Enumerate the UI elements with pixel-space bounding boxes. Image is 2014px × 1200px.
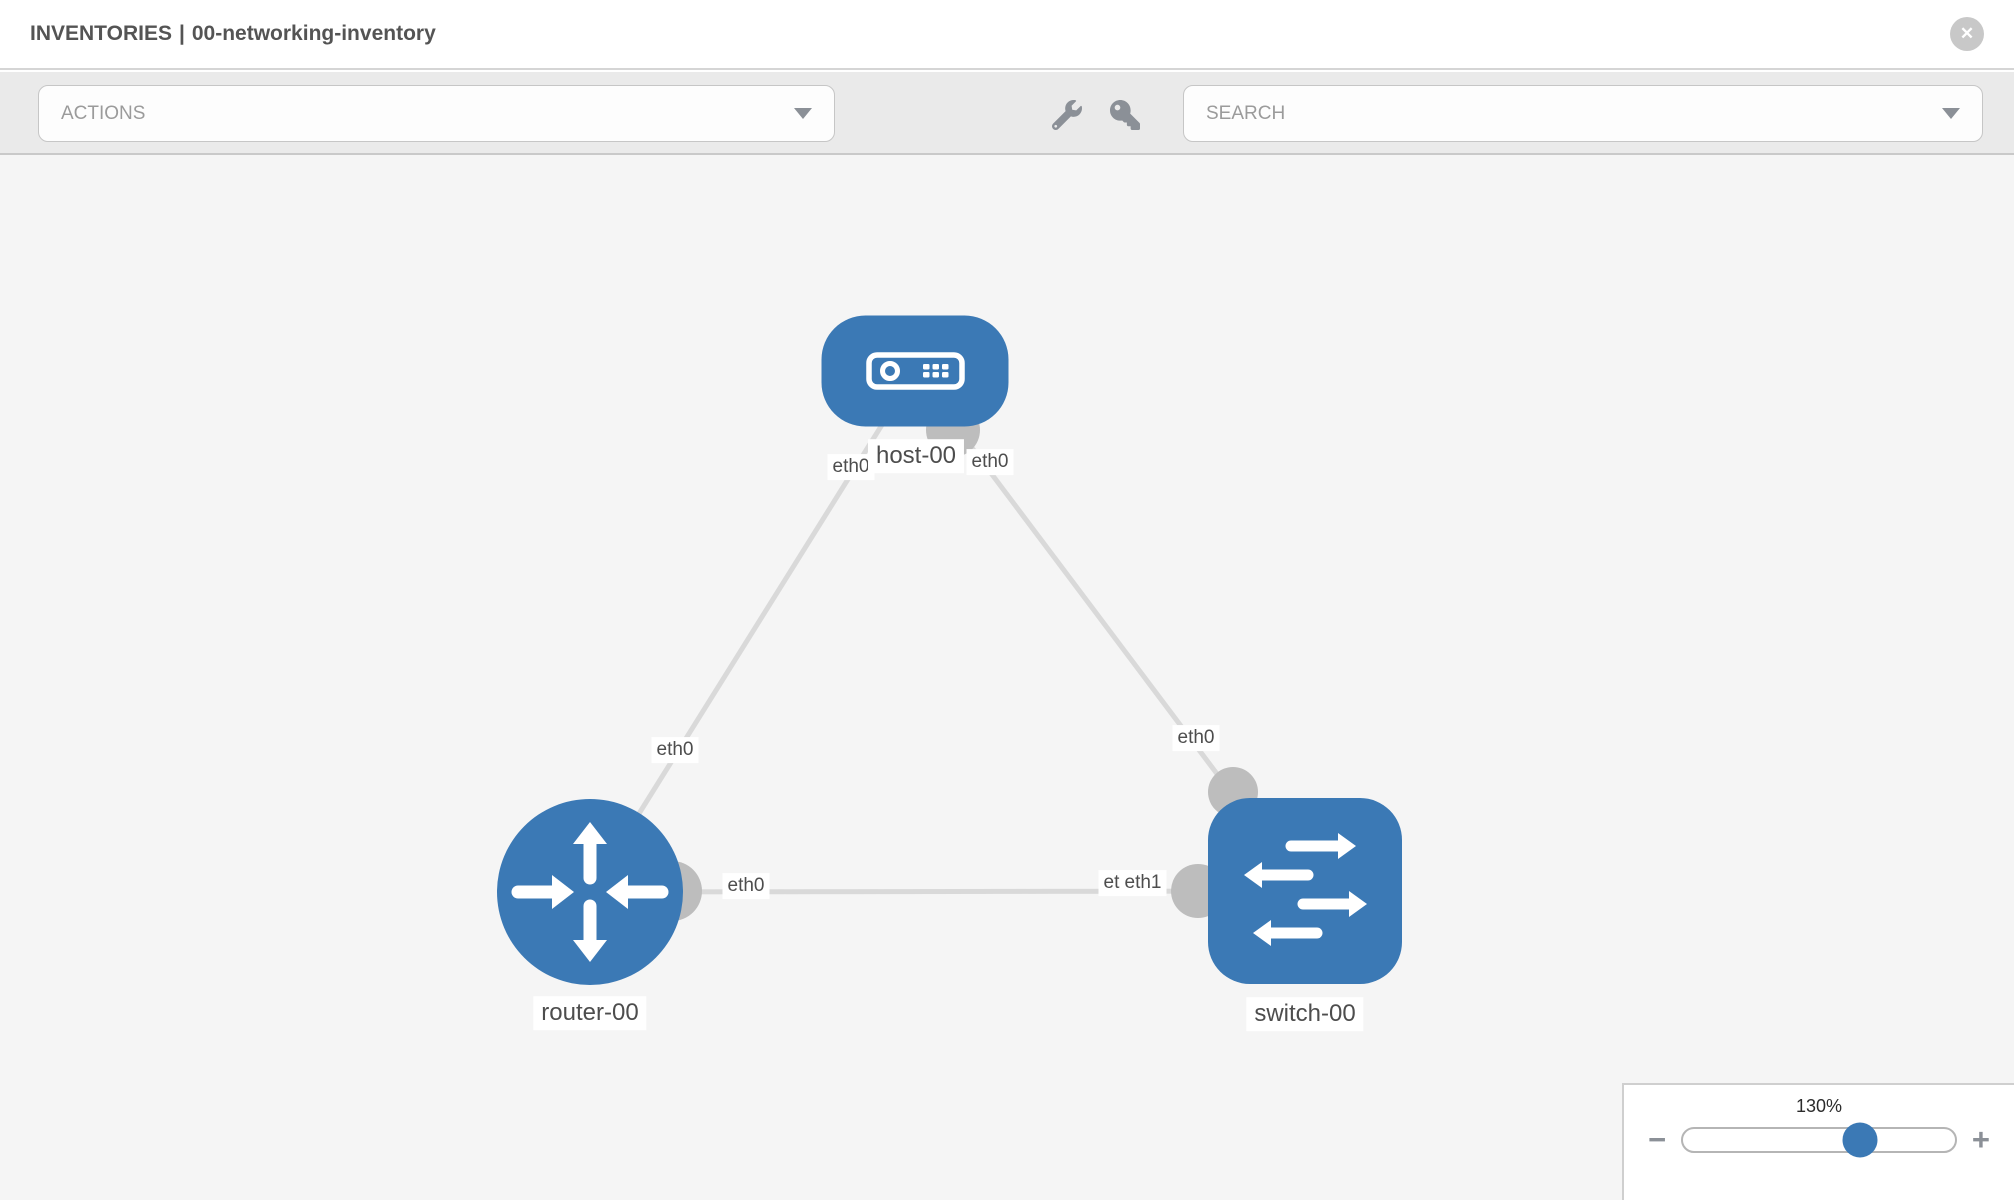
- zoom-out-button[interactable]: −: [1648, 1124, 1666, 1155]
- wrench-icon: [1051, 100, 1082, 131]
- switch-icon: [1244, 833, 1367, 946]
- switch-shape: [1208, 798, 1402, 984]
- arrow-glyph: [1253, 920, 1271, 946]
- arrow-glyph: [1338, 833, 1356, 859]
- zoom-level-value: 130%: [1795, 1096, 1843, 1116]
- search-dropdown-label: SEARCH: [1206, 102, 1286, 124]
- zoom-slider[interactable]: [1681, 1122, 1957, 1157]
- arrow-glyph: [606, 875, 628, 909]
- chevron-down-icon: [794, 108, 812, 119]
- breadcrumb-separator: |: [178, 22, 185, 45]
- key-icon: [1110, 100, 1140, 130]
- breadcrumb-section: INVENTORIES: [30, 22, 172, 45]
- server-icon: [866, 352, 965, 390]
- configure-button[interactable]: [1051, 100, 1082, 131]
- node-switch-00[interactable]: [1208, 798, 1402, 984]
- minus-icon: −: [1648, 1122, 1667, 1157]
- arrow-glyph: [573, 940, 607, 962]
- zoom-panel: 130% − +: [1622, 1083, 2014, 1200]
- topology-svg: [497, 315, 1402, 985]
- actions-dropdown[interactable]: ACTIONS: [38, 85, 835, 142]
- arrow-glyph: [1244, 862, 1262, 888]
- inventory-name: 00-networking-inventory: [191, 22, 436, 45]
- toolbar: ACTIONS SEARCH: [0, 72, 2014, 155]
- arrow-glyph: [573, 822, 607, 844]
- zoom-in-button[interactable]: +: [1972, 1124, 1990, 1155]
- node-router-00[interactable]: [497, 799, 683, 985]
- arrow-glyph: [552, 875, 574, 909]
- actions-dropdown-label: ACTIONS: [61, 102, 146, 124]
- page-header: INVENTORIES | 00-networking-inventory ✕: [0, 0, 2014, 70]
- zoom-slider-knob[interactable]: [1842, 1122, 1878, 1157]
- credentials-button[interactable]: [1110, 100, 1140, 130]
- close-icon: ✕: [1959, 24, 1975, 43]
- node-host-00[interactable]: [821, 315, 1009, 427]
- zoom-controls: − +: [1624, 1122, 2014, 1157]
- arrow-glyph: [1349, 891, 1367, 917]
- host-shape: [821, 315, 1009, 427]
- router-icon: [497, 799, 683, 985]
- close-button[interactable]: ✕: [1950, 17, 1984, 51]
- chevron-down-icon: [1942, 108, 1960, 119]
- page-title: INVENTORIES | 00-networking-inventory: [30, 22, 436, 46]
- plus-icon: +: [1971, 1122, 1990, 1157]
- search-dropdown[interactable]: SEARCH: [1183, 85, 1983, 142]
